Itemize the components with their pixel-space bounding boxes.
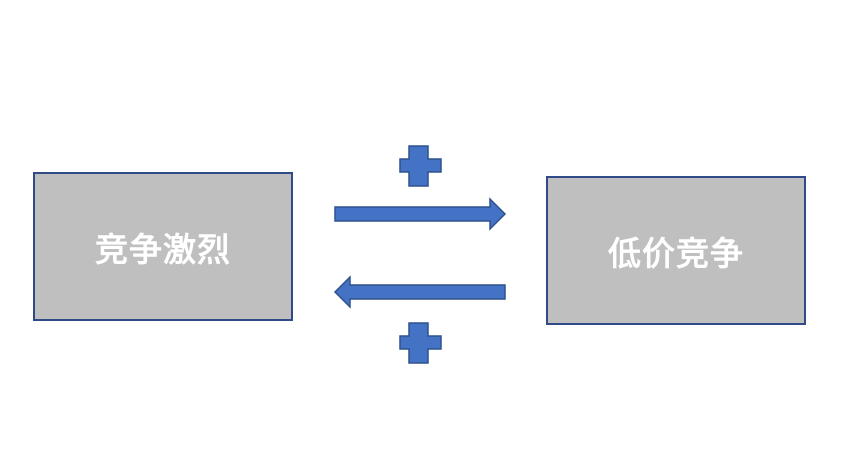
arrow-right [334, 197, 507, 231]
node-intense-competition: 竞争激烈 [33, 172, 293, 321]
node-label: 低价竞争 [608, 233, 744, 273]
plus-icon-top [399, 145, 442, 187]
plus-icon-bottom [399, 322, 442, 364]
node-label: 竞争激烈 [95, 229, 231, 269]
arrow-left [333, 275, 506, 309]
node-low-price-competition: 低价竞争 [546, 176, 806, 325]
